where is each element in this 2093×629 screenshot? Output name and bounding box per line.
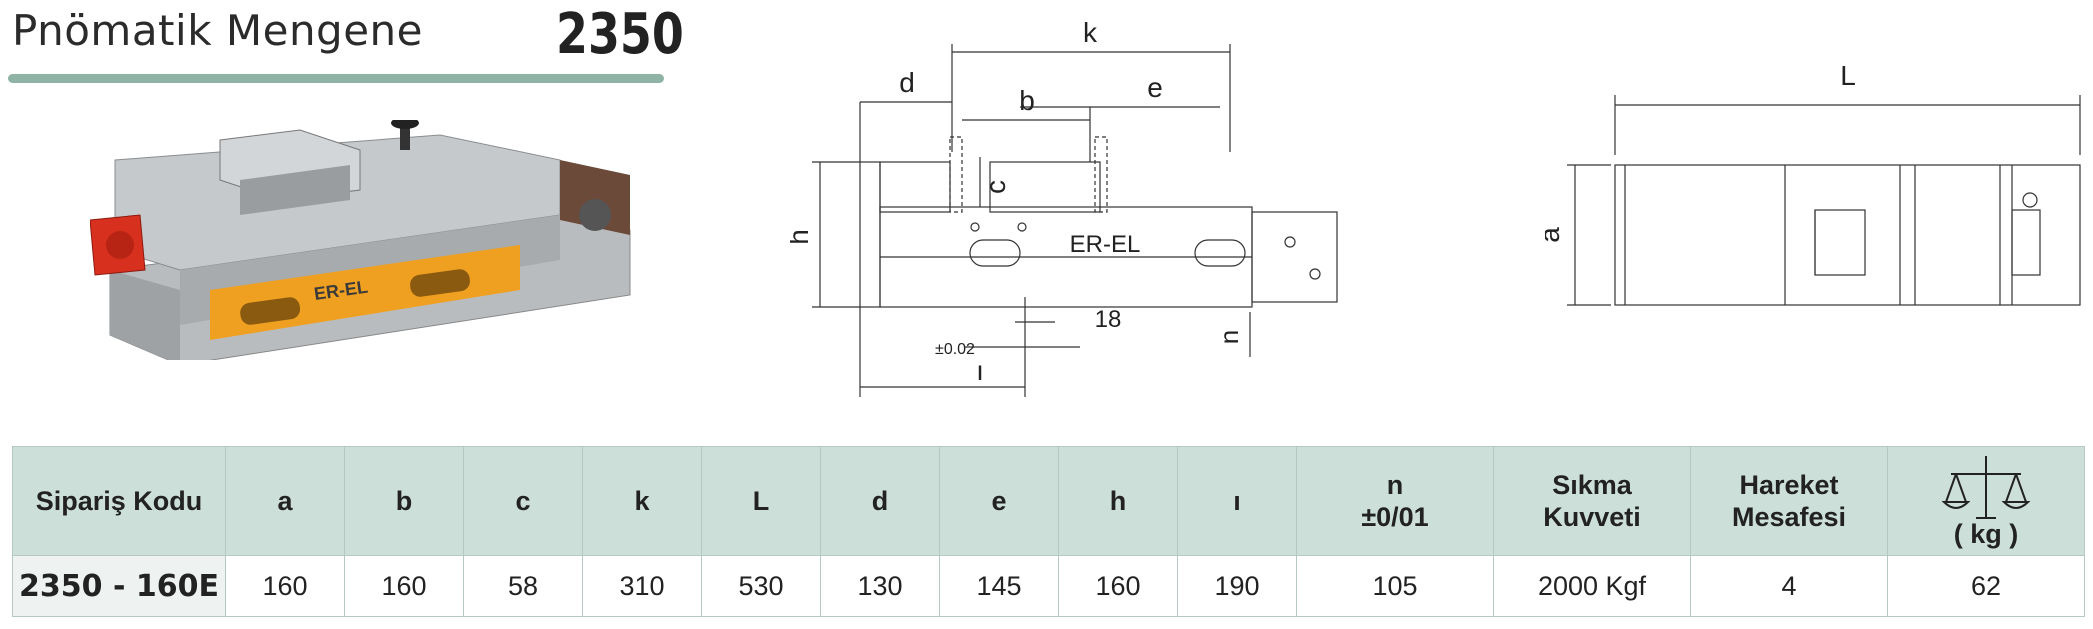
label-k: k xyxy=(1083,17,1098,48)
cell-i: 190 xyxy=(1177,555,1297,617)
header-travel-line2: Mesafesi xyxy=(1731,502,1847,532)
label-i: ı xyxy=(976,355,984,386)
header-k: k xyxy=(582,446,702,556)
cell-order-code: 2350 - 160E xyxy=(12,555,226,617)
front-dimension-diagram: k d b e h c ER-EL ±0.02 18 n ı xyxy=(790,17,1338,397)
model-number: 2350 xyxy=(556,2,684,67)
scale-icon xyxy=(1941,456,2031,519)
header-weight: ( kg ) xyxy=(1887,446,2085,556)
header-travel-line1: Hareket xyxy=(1739,470,1839,500)
vise-product-image: ER-EL xyxy=(90,120,631,360)
header-h: h xyxy=(1058,446,1178,556)
label-b: b xyxy=(1019,85,1035,116)
header-clamping-force: Sıkma Kuvveti xyxy=(1493,446,1691,556)
label-L: L xyxy=(1840,60,1856,91)
cell-e: 145 xyxy=(939,555,1059,617)
table-header-row: Sipariş Kodu a b c k L d e h ı n ±0/01 S… xyxy=(12,446,2085,556)
cell-travel: 4 xyxy=(1690,555,1888,617)
header-c: c xyxy=(463,446,583,556)
label-18: 18 xyxy=(1095,306,1122,333)
header-travel: Hareket Mesafesi xyxy=(1690,446,1888,556)
top-dimension-diagram: L a xyxy=(1545,60,2081,306)
cell-clamping-force: 2000 Kgf xyxy=(1493,555,1691,617)
cell-h: 160 xyxy=(1058,555,1178,617)
table-row: 2350 - 160E 160 160 58 310 530 130 145 1… xyxy=(12,555,2085,617)
label-tolerance: ±0.02 xyxy=(935,341,975,358)
header-b: b xyxy=(344,446,464,556)
header-force-line2: Kuvveti xyxy=(1543,502,1641,532)
label-n: n xyxy=(1214,330,1244,344)
label-h: h xyxy=(790,229,814,245)
label-e: e xyxy=(1147,72,1163,103)
header-a: a xyxy=(225,446,345,556)
cell-n: 105 xyxy=(1296,555,1494,617)
header-L: L xyxy=(701,446,821,556)
header-order-code: Sipariş Kodu xyxy=(12,446,226,556)
header-force-line1: Sıkma xyxy=(1552,470,1632,500)
header-n-line2: ±0/01 xyxy=(1361,502,1429,532)
header-i: ı xyxy=(1177,446,1297,556)
cell-weight: 62 xyxy=(1887,555,2085,617)
cell-a: 160 xyxy=(225,555,345,617)
label-d: d xyxy=(899,67,915,98)
header-n-line1: n xyxy=(1386,470,1404,500)
label-a: a xyxy=(1545,227,1565,243)
header-weight-unit: ( kg ) xyxy=(1953,519,2019,549)
cell-L: 530 xyxy=(701,555,821,617)
header-d: d xyxy=(820,446,940,556)
header-e: e xyxy=(939,446,1059,556)
cell-k: 310 xyxy=(582,555,702,617)
header-n: n ±0/01 xyxy=(1296,446,1494,556)
cell-d: 130 xyxy=(820,555,940,617)
page-title: Pnömatik Mengene xyxy=(12,6,424,55)
label-brand: ER-EL xyxy=(1070,231,1141,258)
label-c: c xyxy=(980,180,1011,194)
cell-c: 58 xyxy=(463,555,583,617)
cell-b: 160 xyxy=(344,555,464,617)
title-underline xyxy=(8,74,664,83)
spec-table: Sipariş Kodu a b c k L d e h ı n ±0/01 S… xyxy=(12,446,2085,617)
